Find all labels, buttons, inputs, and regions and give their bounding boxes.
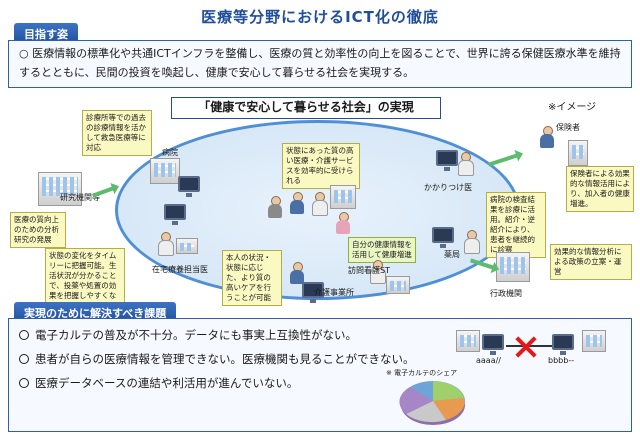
pie-label: ※ 電子カルテのシェア <box>386 369 458 377</box>
issue-item: 医療データベースの連結や利活用が進んでいない。 <box>19 375 298 391</box>
nurse-person-icon <box>370 260 386 284</box>
bullet-icon <box>19 354 29 364</box>
pharmacist-person-icon <box>464 230 480 254</box>
elderly-person-icon <box>268 196 282 218</box>
insurer-document-icon <box>568 140 588 166</box>
center-note: 状態にあった質の高い医療・介護サービスを効率的に受けられる <box>282 143 360 189</box>
care-worker-person-icon <box>290 262 304 284</box>
house-icon <box>176 238 198 254</box>
patient-person-icon <box>290 192 304 214</box>
bullet-icon <box>19 378 29 388</box>
caregiver-person-icon <box>312 192 328 216</box>
insurer-person-icon <box>540 126 554 148</box>
family-doctor-person-icon <box>458 152 474 176</box>
left-system-monitor-icon <box>482 334 504 355</box>
family-person-icon <box>336 212 350 234</box>
pharmacy-label: 薬局 <box>444 250 460 259</box>
right-system-building-icon <box>582 330 606 352</box>
hospital-label: 病院 <box>162 148 178 157</box>
government-building-icon <box>496 252 530 282</box>
gov-note: 効果的な情報分析による政策の立案・運営 <box>550 244 632 280</box>
insurer-label: 保険者 <box>556 123 580 132</box>
government-label: 行政機関 <box>490 289 522 298</box>
goal-box: ○ 医療情報の標準化や共通ICTインフラを整備し、医療の質と効率性の向上を図るこ… <box>8 40 632 88</box>
right-system-label: bbbb-- <box>548 356 575 365</box>
issue-item: 電子カルテの普及が不十分。データにも事実上互換性がない。 <box>19 327 357 343</box>
care-office-monitor-icon <box>302 282 324 303</box>
arrow-icon <box>488 153 518 167</box>
goal-tag: 目指す姿 <box>14 23 78 45</box>
arrow-icon <box>91 186 115 198</box>
image-note: ※イメージ <box>548 102 597 113</box>
home-house-icon <box>330 185 356 209</box>
home-care-label: 在宅療養担当医 <box>152 265 208 274</box>
research-building-icon <box>38 172 82 206</box>
left-system-building-icon <box>456 330 480 352</box>
research-note: 医療の質向上のための分析研究の発展 <box>10 212 66 248</box>
pie-chart-icon <box>399 381 465 425</box>
doctor-note: 病院の検査結果を診療に活用。紹介・逆紹介により、患者を継続的に診察 <box>486 192 546 258</box>
family-doctor-label: かかりつけ医 <box>424 183 473 192</box>
x-mark-icon <box>515 336 537 358</box>
nurse-station-building-icon <box>386 276 410 294</box>
home-monitor-icon <box>164 204 186 225</box>
hospital-monitor-icon <box>178 176 200 197</box>
self-note: 自分の健康情報を活用して健康増進 <box>348 237 416 263</box>
home-care-doctor-person-icon <box>158 232 174 256</box>
hospital-building-icon <box>150 158 180 184</box>
goal-text: ○ 医療情報の標準化や共通ICTインフラを整備し、医療の質と効率性の向上を図るこ… <box>19 47 621 79</box>
research-label: 研究機関等 <box>60 193 100 202</box>
care-note: 本人の状況・状態に応じた、より質の高いケアを行うことが可能 <box>222 250 282 306</box>
left-system-label: aaaa// <box>476 356 501 365</box>
care-office-label: 介護事業所 <box>314 288 354 297</box>
insurer-note: 保険者による効果的な情報活用により、加入者の健康増進。 <box>566 166 634 212</box>
hospital-note: 診療所等での過去の診療情報を活かして救急医療等に対応 <box>82 110 152 156</box>
right-system-monitor-icon <box>552 334 574 355</box>
nurse-station-label: 訪問看護ST <box>348 266 390 275</box>
family-doctor-monitor-icon <box>436 150 458 171</box>
issue-item: 患者が自らの医療情報を管理できない。医療機関も見ることができない。 <box>19 351 415 367</box>
page-title: 医療等分野におけるICT化の徹底 <box>201 8 439 26</box>
pharmacy-monitor-icon <box>432 227 454 248</box>
bullet-icon <box>19 330 29 340</box>
vision-title: 「健康で安心して暮らせる社会」の実現 <box>171 97 441 119</box>
issues-box: 電子カルテの普及が不十分。データにも事実上互換性がない。 患者が自らの医療情報を… <box>8 318 632 432</box>
